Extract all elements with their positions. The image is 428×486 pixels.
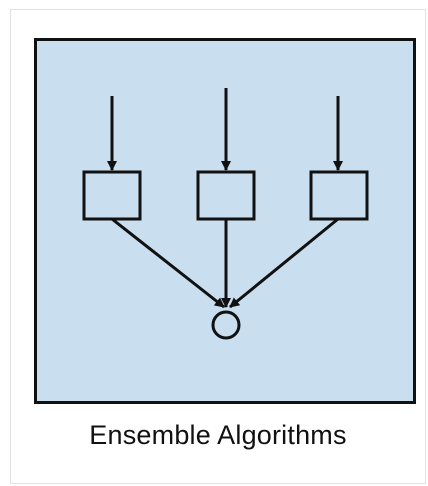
model-box-right: [309, 170, 369, 221]
model-box-middle: [196, 170, 256, 221]
combine-arrow-right: [229, 217, 339, 309]
model-box-left: [82, 170, 142, 221]
combine-arrow-left: [111, 217, 225, 309]
diagram-caption: Ensemble Algorithms: [89, 420, 347, 450]
output-node-circle: [211, 310, 241, 340]
